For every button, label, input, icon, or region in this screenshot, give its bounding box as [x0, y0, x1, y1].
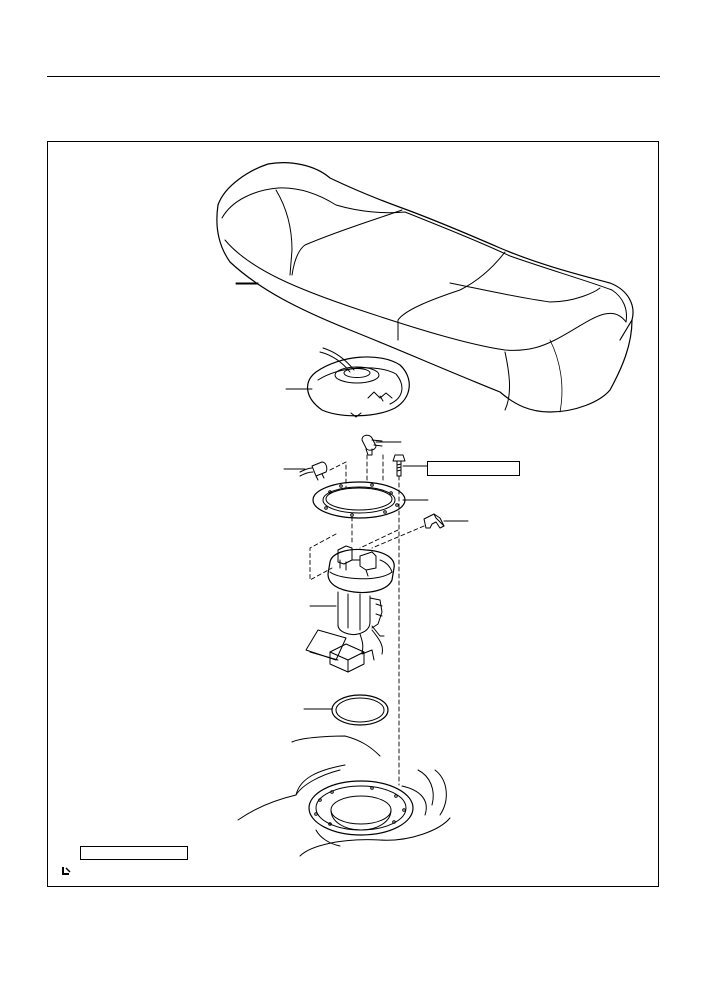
non-reusable-part-icon [62, 867, 71, 875]
legend-box [80, 846, 188, 860]
retainer-ring [312, 481, 406, 519]
tube-clip [423, 513, 445, 529]
service-hole-cover [307, 347, 410, 418]
fuel-tank-opening [237, 735, 451, 857]
rear-seat-cushion [216, 162, 634, 413]
diagram-frame [47, 141, 659, 887]
header-rule [47, 76, 660, 77]
leader-lines [235, 283, 469, 710]
fuel-tube-connector [361, 434, 383, 456]
alignment-lines [309, 454, 425, 786]
pump-gasket [331, 694, 389, 726]
pump-wire-connector [299, 461, 328, 481]
fuel-pump-gauge-assembly [305, 545, 395, 673]
bolt-torque-callout [427, 461, 520, 476]
retainer-bolt [392, 454, 406, 477]
